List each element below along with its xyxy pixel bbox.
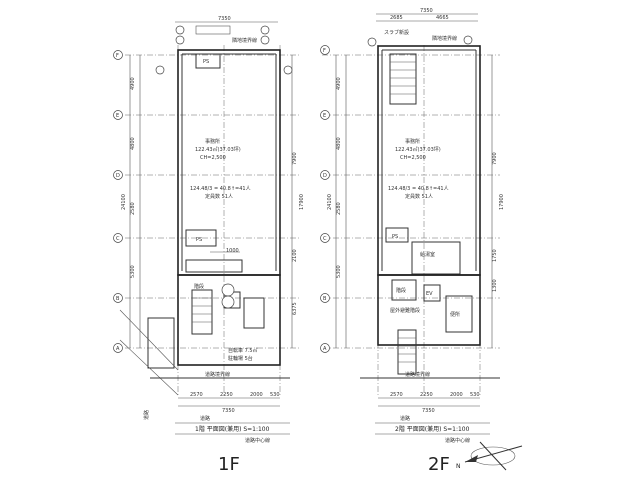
- floor-label-1f: 1F: [218, 454, 240, 475]
- room-capacity-1f: 定員数 51人: [205, 193, 233, 200]
- dim-left-2f-2: 24100: [327, 194, 333, 210]
- label-2f-road-boundary: 道路境界線: [405, 371, 430, 378]
- label-1f-ps-top: PS: [203, 59, 209, 65]
- dim-bottom-1f-0: 2570: [190, 392, 203, 398]
- room-area1-2f: 122.43㎡(37.03坪): [395, 146, 441, 153]
- label-1f-road-boundary: 道路境界線: [205, 371, 230, 378]
- label-2f-escape-stair: 屋外避難階段: [390, 307, 420, 314]
- road-center-1f: 道路中心線: [245, 437, 270, 444]
- dim-right-1f-0: 7900: [292, 152, 298, 165]
- room-area1-1f: 122.43㎡(37.03坪): [195, 146, 241, 153]
- dim-right-1f-3: 6375: [292, 302, 298, 315]
- dim-left-1f-0: 4900: [130, 77, 136, 90]
- label-2f-boundary: 隣地境界線: [432, 35, 457, 42]
- dim-left-1f-1: 4800: [130, 137, 136, 150]
- north-label: N: [456, 463, 461, 470]
- dim-bottom-1f-4: 7350: [222, 408, 235, 414]
- dim-left-2f-1: 4800: [336, 137, 342, 150]
- room-area2-2f: 124.48/3 = 40.8↑=41人: [388, 186, 449, 192]
- dim-bottom-2f-2: 2000: [450, 392, 463, 398]
- label-2f-ps: PS: [392, 234, 398, 240]
- room-ch-2f: CH=2,500: [400, 155, 426, 161]
- plan-1f: 7350 隣地境界線 F E D C B A 4900 4800 24: [113, 16, 305, 475]
- grid-bubble-1f-a: A: [116, 346, 120, 352]
- label-2f-stair: 階段: [396, 287, 406, 294]
- dim-left-1f-3: 2580: [130, 202, 136, 215]
- grid-bubble-2f-e: E: [323, 113, 326, 119]
- dim-right-2f-1: 17900: [499, 194, 505, 210]
- caption-1f: 1階 平面図(兼用) S=1:100: [195, 425, 270, 433]
- dim-bottom-1f-1: 2250: [220, 392, 233, 398]
- dim-right-1f-2: 2100: [292, 249, 298, 262]
- road-center-2f: 道路中心線: [445, 437, 470, 444]
- grid-bubbles-1f: F E D C B A: [113, 50, 123, 353]
- grid-bubble-2f-c: C: [323, 236, 327, 242]
- dim-left-1f-2: 24100: [121, 194, 127, 210]
- grid-bubble-2f-d: D: [323, 173, 327, 179]
- dim-left-1f-4: 5300: [130, 265, 136, 278]
- main-room-2f: 事務所 122.43㎡(37.03坪) CH=2,500 124.48/3 = …: [388, 138, 449, 200]
- floor-label-2f: 2F: [428, 454, 450, 475]
- label-1f-ps: PS: [196, 237, 202, 243]
- main-room-1f: 事務所 122.43㎡(37.03坪) CH=2,500 124.48/3 = …: [190, 138, 251, 200]
- dim-right-1f-1: 17900: [299, 194, 305, 210]
- dim-bottom-2f-4: 7350: [422, 408, 435, 414]
- label-1f-bicycle: 自転車 7.5㎡: [228, 347, 258, 354]
- north-arrow-icon: N: [456, 441, 523, 471]
- road-2f: 道路: [400, 415, 410, 422]
- label-2f-wc: 便所: [450, 311, 460, 318]
- grid-bubble-1f-c: C: [116, 236, 120, 242]
- room-name-2f: 事務所: [405, 138, 420, 145]
- label-1f-parking: 駐輪場 5台: [228, 355, 253, 362]
- dim-right-2f-3: 1300: [492, 279, 498, 292]
- grid-bubbles-2f: F E D C B A: [320, 45, 330, 353]
- grid-bubble-1f-b: B: [116, 296, 120, 302]
- grid-bubble-2f-f: F: [323, 48, 326, 54]
- grid-bubble-2f-a: A: [323, 346, 327, 352]
- dim-top-1f-0: 7350: [218, 16, 231, 22]
- dim-bottom-2f-0: 2570: [390, 392, 403, 398]
- dim-bottom-1f-3: 530: [270, 392, 280, 398]
- label-2f-slab: スラブ新設: [384, 29, 409, 36]
- dim-left-2f-4: 5300: [336, 265, 342, 278]
- plan-2f: 7350 2685 4665 スラブ新設 隣地境界線 F E D C B A 4…: [320, 8, 505, 475]
- grid-bubble-2f-b: B: [323, 296, 327, 302]
- dim-bottom-2f-3: 530: [470, 392, 480, 398]
- dim-top-2f-2: 7350: [420, 8, 433, 14]
- dim-left-2f-0: 4900: [336, 77, 342, 90]
- dim-top-2f-0: 2685: [390, 15, 403, 21]
- label-2f-ev: EV: [426, 291, 433, 297]
- room-name-1f: 事務所: [205, 138, 220, 145]
- dim-bottom-2f-1: 2250: [420, 392, 433, 398]
- room-capacity-2f: 定員数 51人: [405, 193, 433, 200]
- road-1f: 道路: [200, 415, 210, 422]
- grid-bubble-1f-e: E: [116, 113, 119, 119]
- label-1f-stair: 階段: [194, 283, 204, 290]
- caption-2f: 2階 平面図(兼用) S=1:100: [395, 425, 470, 433]
- dim-right-2f-2: 1750: [492, 249, 498, 262]
- label-2f-kitchenette: 給湯室: [420, 251, 435, 258]
- dim-right-2f-0: 7900: [492, 152, 498, 165]
- grid-bubble-1f-f: F: [116, 53, 119, 59]
- dim-bottom-1f-2: 2000: [250, 392, 263, 398]
- room-area2-1f: 124.48/3 = 40.8↑=41人: [190, 186, 251, 192]
- road-1f-side: 道路: [143, 410, 150, 420]
- grid-bubble-1f-d: D: [116, 173, 120, 179]
- room-ch-1f: CH=2,500: [200, 155, 226, 161]
- label-1f-boundary: 隣地境界線: [232, 37, 257, 44]
- dim-top-2f-1: 4665: [436, 15, 449, 21]
- label-1f-1000: 1000: [226, 248, 239, 254]
- dim-left-2f-3: 2580: [336, 202, 342, 215]
